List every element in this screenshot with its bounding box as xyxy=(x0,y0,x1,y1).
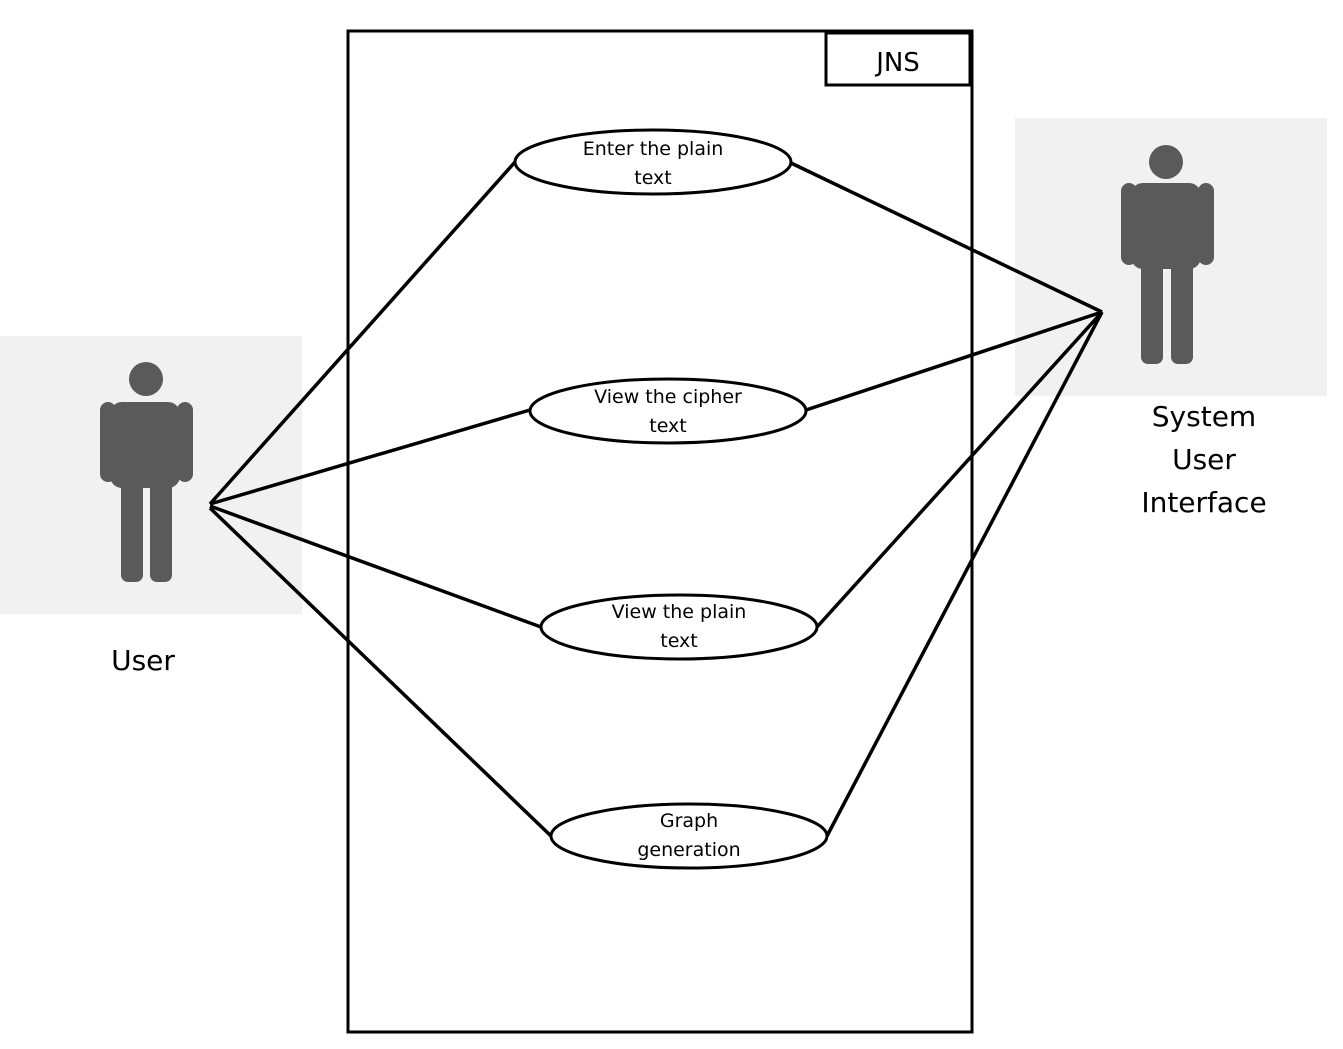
use-case-label-line-1: View the plain xyxy=(612,601,747,623)
assoc-sysui-enter-plain-text xyxy=(790,161,1103,314)
person-right-arm xyxy=(1198,183,1214,265)
use-case-label-line-1: Graph xyxy=(660,810,718,832)
person-left-leg xyxy=(1141,260,1163,364)
user-actor-label: User xyxy=(111,644,175,677)
system-name: JNS xyxy=(874,48,920,78)
person-icon xyxy=(100,362,193,582)
person-icon xyxy=(1121,145,1214,364)
system-boundary xyxy=(346,29,974,1034)
assoc-user-view-plain-text xyxy=(209,504,542,629)
use-case-graph-generation: Graph generation xyxy=(549,802,829,870)
user-associations xyxy=(208,160,553,838)
system-ui-actor-label-line-1: System xyxy=(1152,400,1256,433)
person-torso xyxy=(110,402,180,488)
use-case-label-line-2: text xyxy=(660,630,698,652)
system-ui-associations xyxy=(790,161,1104,837)
assoc-sysui-view-plain-text xyxy=(815,310,1104,629)
person-right-leg xyxy=(150,478,172,582)
use-case-view-plain-text: View the plain text xyxy=(539,593,819,661)
use-case-ellipse xyxy=(549,802,829,870)
assoc-sysui-graph-generation xyxy=(825,311,1104,837)
person-left-arm xyxy=(100,402,116,482)
assoc-sysui-view-cipher-text xyxy=(805,310,1103,412)
system-name-box xyxy=(824,31,972,87)
use-case-enter-plain-text: Enter the plain text xyxy=(513,128,793,196)
assoc-user-view-cipher-text xyxy=(209,408,531,506)
assoc-user-enter-plain-text xyxy=(208,160,517,506)
person-left-leg xyxy=(121,478,143,582)
system-ui-actor-label-line-3: Interface xyxy=(1141,486,1266,519)
system-ui-actor-label-line-2: User xyxy=(1172,443,1236,476)
person-torso xyxy=(1131,183,1201,269)
person-head xyxy=(1149,145,1183,179)
person-left-arm xyxy=(1121,183,1137,265)
person-head xyxy=(129,362,163,396)
use-case-label-line-2: text xyxy=(634,167,672,189)
use-case-view-cipher-text: View the cipher text xyxy=(528,377,808,445)
use-case-label-line-1: View the cipher xyxy=(594,386,742,408)
person-right-arm xyxy=(177,402,193,482)
use-case-label-line-2: generation xyxy=(637,839,740,861)
use-case-label-line-2: text xyxy=(649,415,687,437)
use-case-ellipse xyxy=(528,377,808,445)
use-case-ellipse xyxy=(539,593,819,661)
use-case-label-line-1: Enter the plain xyxy=(583,138,724,160)
person-right-leg xyxy=(1171,260,1193,364)
assoc-user-graph-generation xyxy=(208,506,553,838)
use-case-ellipse xyxy=(513,128,793,196)
